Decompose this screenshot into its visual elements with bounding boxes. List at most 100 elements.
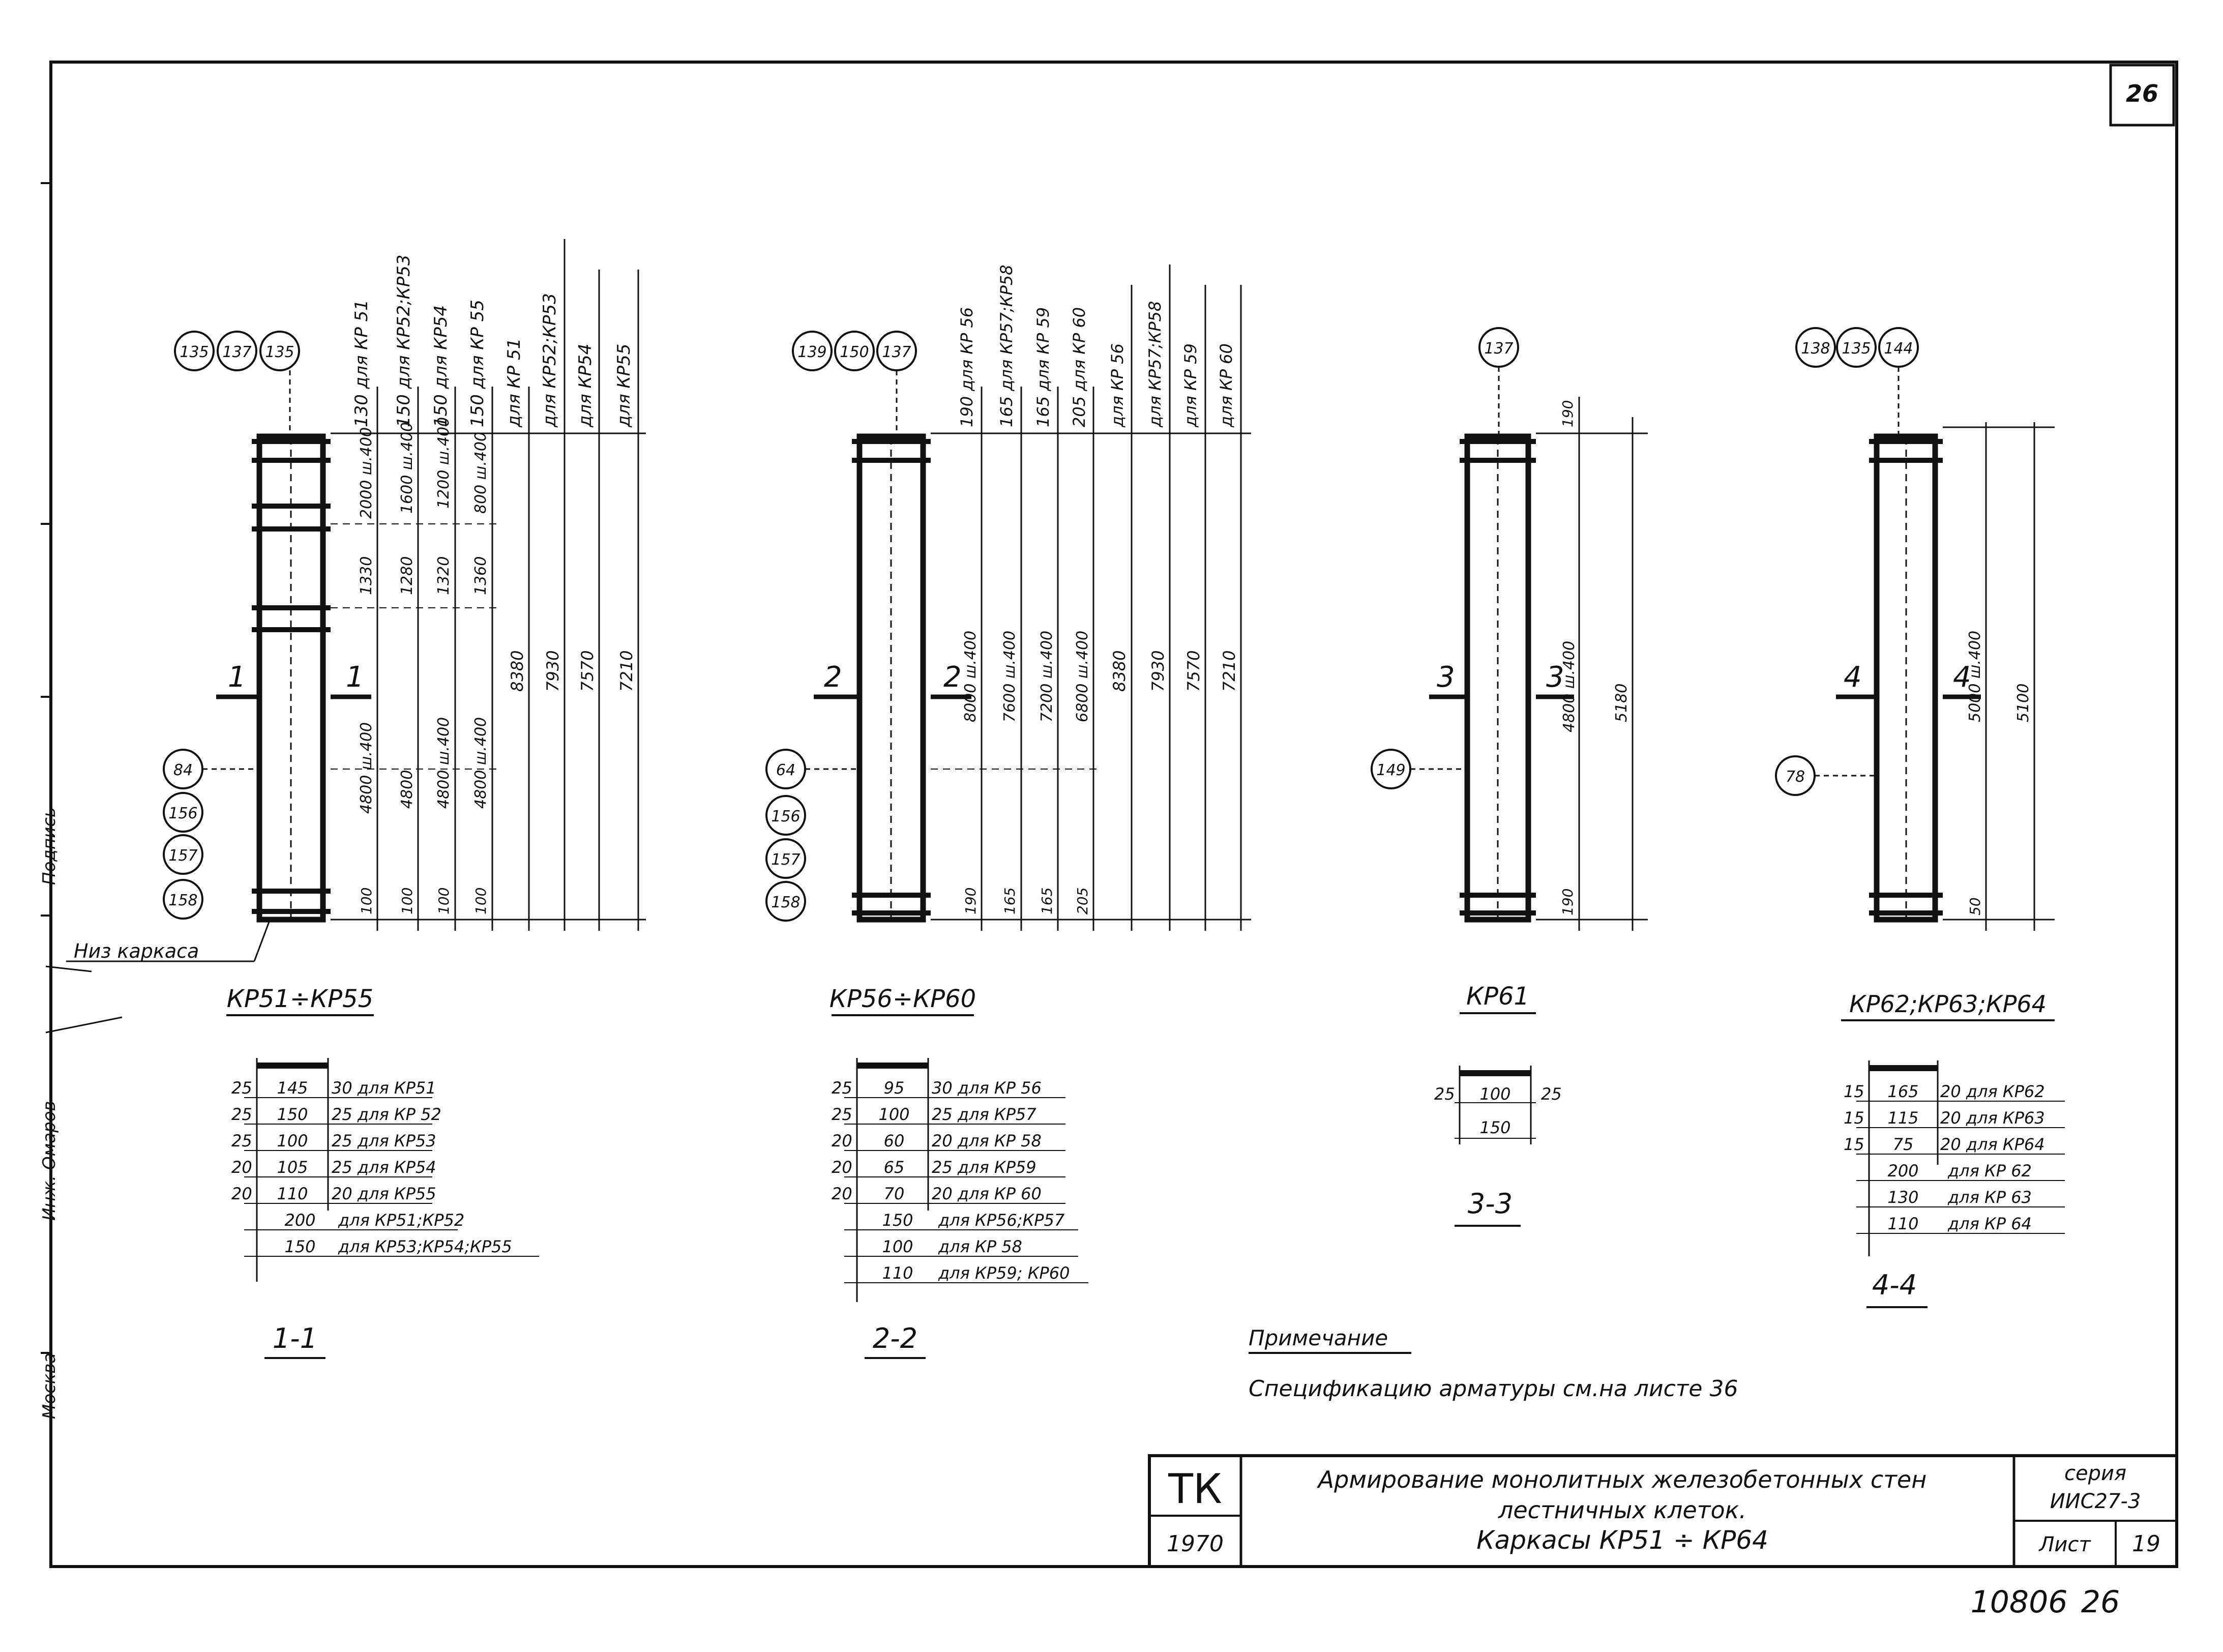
total-length: 7210 xyxy=(1220,651,1239,692)
dimension: 165 xyxy=(1001,888,1018,914)
section-cell: 30 для КР 56 xyxy=(932,1078,1042,1098)
section-cell: для КР51;КР52 xyxy=(338,1211,464,1230)
archive-page: 26 xyxy=(2081,1584,2120,1620)
column-label: для КР52;КР53 xyxy=(540,293,560,428)
dimension: 1360 xyxy=(472,556,490,595)
note-heading: Примечание xyxy=(1249,1325,1388,1350)
column-label: для КР54 xyxy=(575,344,596,428)
section-cell: 115 xyxy=(1887,1108,1918,1128)
section-cell: 30 для КР51 xyxy=(332,1078,436,1098)
section-2-2: 25 95 30 для КР 56 25 100 25 для КР57 20… xyxy=(832,1058,1088,1359)
title-block: ТК 1970 Армирование монолитных железобет… xyxy=(1148,1454,2178,1568)
series-label: серия xyxy=(2064,1462,2126,1485)
dimension: 7200 ш.400 xyxy=(1038,631,1056,722)
column-label: 205 для КР 60 xyxy=(1070,307,1089,427)
section-cell: 150 xyxy=(284,1237,315,1256)
series-value: ИИС27-3 xyxy=(2050,1490,2141,1513)
position-number: 149 xyxy=(1376,761,1405,779)
dimension: 1200 ш.400 xyxy=(435,417,453,509)
section-cell: 105 xyxy=(277,1158,308,1177)
dimension: 5000 ш.400 xyxy=(1966,631,1984,722)
section-cell: для КР56;КР57 xyxy=(938,1211,1065,1230)
position-number: 135 xyxy=(1842,340,1871,358)
section-cell: 20 xyxy=(832,1131,852,1150)
position-number: 78 xyxy=(1786,768,1805,786)
section-cell: 20 xyxy=(832,1184,852,1203)
frame-kp56-kp60: 139 150 137 64 156 157 158 190 для КР 56… xyxy=(765,264,1251,1016)
section-cell: 70 xyxy=(884,1184,905,1203)
frame-kp62-kp64: 138 135 144 78 5000 ш.400 5100 50 4 4 КР… xyxy=(1775,327,2055,1021)
section-mark: 3 xyxy=(1437,661,1455,694)
dimension: 100 xyxy=(472,888,489,914)
section-cell: 25 xyxy=(832,1105,852,1124)
section-cell: 25 xyxy=(1541,1084,1562,1104)
note-text: Спецификацию арматуры см.на листе 36 xyxy=(1249,1376,1738,1402)
section-cell: 200 xyxy=(1887,1161,1918,1181)
section-cell: 100 xyxy=(1479,1084,1510,1104)
column-label: 150 для КР52;КР53 xyxy=(394,255,414,427)
column-label: для КР55 xyxy=(614,344,634,428)
section-cell: 25 xyxy=(832,1078,852,1098)
position-number: 135 xyxy=(265,343,294,361)
position-number: 64 xyxy=(776,761,795,779)
section-cell: для КР 58 xyxy=(938,1237,1022,1256)
dimension: 190 xyxy=(1559,400,1576,427)
section-cell: 25 для КР59 xyxy=(932,1158,1036,1177)
section-mark: 1 xyxy=(346,661,364,694)
year-label: 1970 xyxy=(1167,1531,1224,1557)
section-cell: 75 xyxy=(1893,1135,1914,1154)
section-cell: 25 для КР57 xyxy=(932,1105,1036,1124)
section-cell: 25 для КР54 xyxy=(332,1158,436,1177)
sheet-label: Лист xyxy=(2038,1533,2091,1556)
section-title: 1-1 xyxy=(273,1322,317,1354)
frame-title: КР61 xyxy=(1466,982,1529,1011)
position-number: 157 xyxy=(771,851,800,869)
section-cell: 145 xyxy=(277,1078,308,1098)
column-label: 150 для КР54 xyxy=(431,305,451,427)
section-cell: 25 xyxy=(231,1131,252,1150)
section-cell: 20 для КР62 xyxy=(1940,1082,2045,1101)
section-cell: 150 xyxy=(277,1105,308,1124)
frame-title: КР56÷КР60 xyxy=(829,985,976,1013)
section-mark: 3 xyxy=(1546,661,1564,694)
position-number: 137 xyxy=(882,343,911,361)
section-cell: 20 xyxy=(231,1158,252,1177)
column-label: для КР 51 xyxy=(504,338,524,428)
frame-title: КР51÷КР55 xyxy=(227,985,373,1013)
total-length: 7570 xyxy=(578,651,597,692)
section-cell: 20 xyxy=(832,1158,852,1177)
section-cell: 200 xyxy=(284,1211,315,1230)
dimension: 4800 ш.400 xyxy=(435,717,453,809)
position-number: 156 xyxy=(771,808,800,825)
position-number: 135 xyxy=(180,343,209,361)
dimension: 1600 ш.400 xyxy=(398,422,416,514)
section-cell: 165 xyxy=(1887,1082,1918,1101)
position-number: 150 xyxy=(840,343,869,361)
dimension: 205 xyxy=(1074,888,1091,914)
frame-kp51-kp55: 135 137 135 84 156 157 158 130 для КР 51… xyxy=(66,239,646,1016)
dimension: 100 xyxy=(435,888,452,914)
section-cell: 60 xyxy=(884,1131,905,1150)
section-mark: 4 xyxy=(1953,661,1971,694)
position-number: 137 xyxy=(1484,340,1513,358)
position-number: 156 xyxy=(168,805,197,822)
section-cell: для КР 64 xyxy=(1947,1214,2032,1233)
section-mark: 4 xyxy=(1844,661,1862,694)
archive-number: 10806 xyxy=(1971,1584,2068,1620)
section-cell: 65 xyxy=(884,1158,905,1177)
position-number: 158 xyxy=(168,892,197,909)
margin-fragment: Подпись xyxy=(39,807,60,885)
section-cell: 150 xyxy=(1479,1118,1510,1137)
dimension: 1320 xyxy=(435,556,453,595)
section-cell: 110 xyxy=(277,1184,308,1203)
dimension: 165 xyxy=(1039,888,1055,914)
column-label: 150 для КР 55 xyxy=(467,300,488,427)
corner-box xyxy=(2109,64,2175,127)
dimension: 4800 ш.400 xyxy=(472,717,490,809)
dimension: 4800 ш.400 xyxy=(1560,641,1578,732)
dimension: 6800 ш.400 xyxy=(1074,631,1091,722)
section-cell: 20 для КР 58 xyxy=(932,1131,1042,1150)
section-title: 4-4 xyxy=(1872,1269,1917,1301)
total-length: 8380 xyxy=(508,651,527,692)
section-title: 3-3 xyxy=(1468,1188,1513,1220)
